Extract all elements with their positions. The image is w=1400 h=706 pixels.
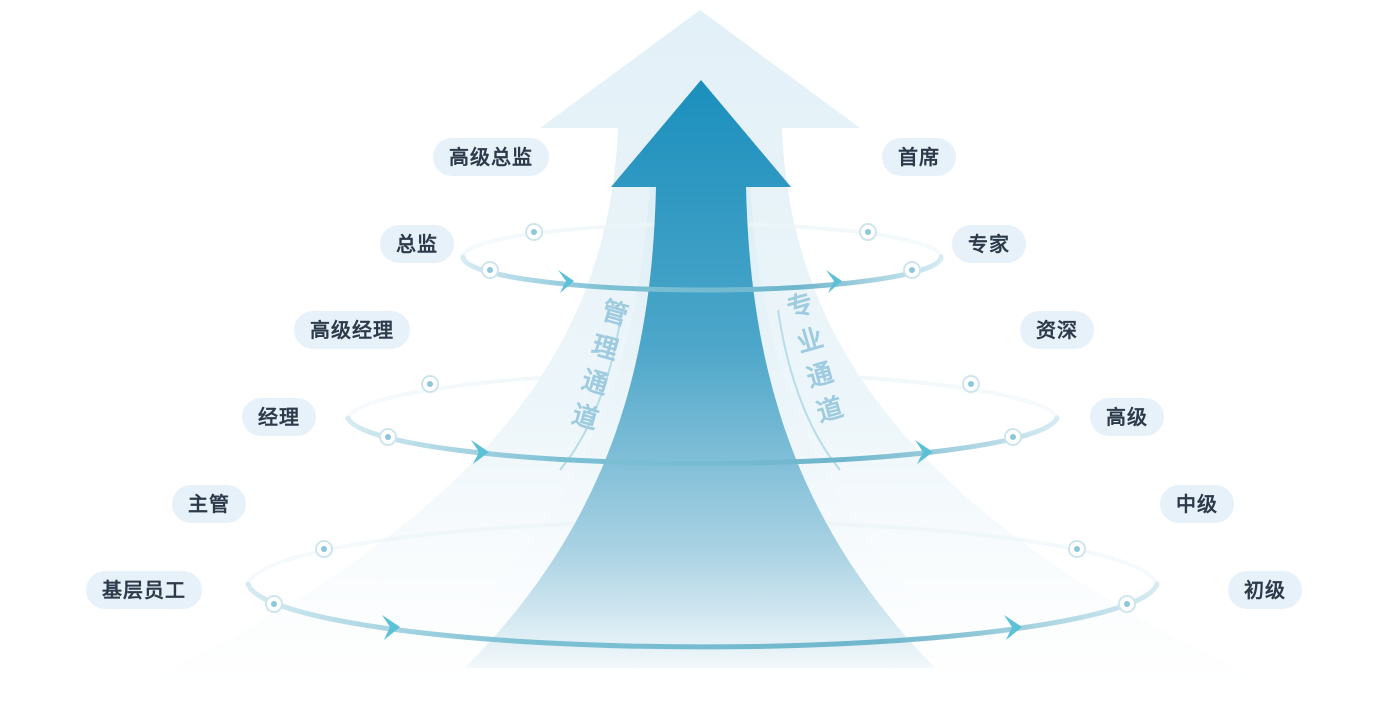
main-arrow — [465, 80, 935, 668]
level-right-intermediate: 中级 — [1160, 485, 1234, 523]
level-left-senior-director: 高级总监 — [433, 138, 549, 176]
ring-node-icon — [265, 223, 1136, 613]
ring-direction-arrow-icon — [382, 270, 1022, 640]
level-right-expert: 专家 — [952, 225, 1026, 263]
level-left-director: 总监 — [380, 225, 454, 263]
level-right-senior: 高级 — [1090, 398, 1164, 436]
level-right-chief: 首席 — [882, 138, 956, 176]
level-left-senior-manager: 高级经理 — [294, 311, 410, 349]
level-right-junior: 初级 — [1228, 571, 1302, 609]
level-left-supervisor: 主管 — [172, 485, 246, 523]
level-right-principal: 资深 — [1020, 311, 1094, 349]
level-left-staff: 基层员工 — [86, 571, 202, 609]
level-left-manager: 经理 — [242, 398, 316, 436]
